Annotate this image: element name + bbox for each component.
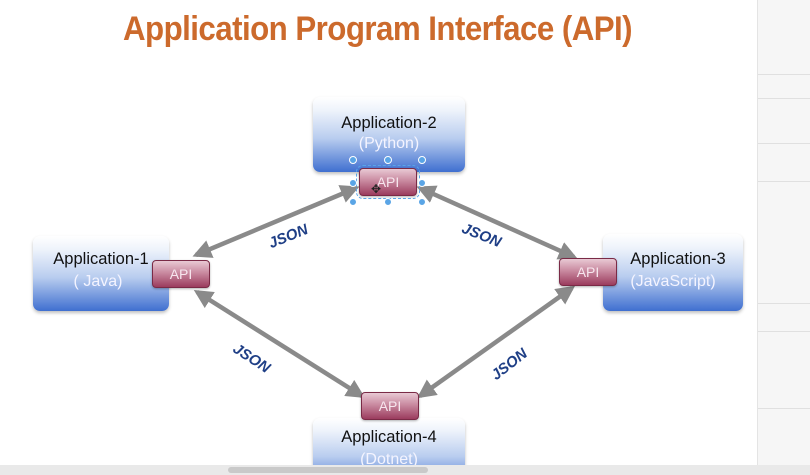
connection-arrows xyxy=(192,185,578,399)
slide-title: Application Program Interface (API) xyxy=(123,10,633,48)
application-1-box[interactable]: Application-1 ( Java) xyxy=(33,236,169,311)
api-chip-app-4[interactable]: API xyxy=(361,392,419,420)
selection-handle-bottom-mid[interactable] xyxy=(384,198,392,206)
application-2-name: Application-2 xyxy=(341,114,437,132)
application-4-language: (Dotnet) xyxy=(360,451,418,465)
application-2-language: (Python) xyxy=(358,135,420,152)
arrow-app4-app3 xyxy=(416,285,576,399)
application-3-language: (JavaScript) xyxy=(630,273,716,290)
arrow-app1-app2 xyxy=(192,185,360,258)
right-panel-strip xyxy=(757,0,810,475)
selection-handle-bottom-right[interactable] xyxy=(418,198,426,206)
application-4-box[interactable]: Application-4 (Dotnet) xyxy=(313,418,465,465)
application-3-name: Application-3 xyxy=(630,250,726,268)
api-chip-app-3[interactable]: API xyxy=(559,258,617,286)
application-1-language: ( Java) xyxy=(73,273,123,290)
arrow-app2-app3 xyxy=(416,185,578,260)
application-3-box[interactable]: Application-3 (JavaScript) xyxy=(603,234,743,311)
application-4-name: Application-4 xyxy=(341,428,437,446)
horizontal-scrollbar[interactable] xyxy=(0,465,810,475)
selection-handle-top-right[interactable] xyxy=(418,156,426,164)
selection-handle-mid-left[interactable] xyxy=(349,179,357,187)
arrow-app1-app4 xyxy=(193,289,366,399)
selection-handle-bottom-left[interactable] xyxy=(349,198,357,206)
selection-handle-mid-right[interactable] xyxy=(418,179,426,187)
selection-handle-top-mid[interactable] xyxy=(384,156,392,164)
slide-canvas: Application Program Interface (API) Appl… xyxy=(0,0,757,465)
move-cursor-icon: ✥ xyxy=(371,182,382,196)
application-1-name: Application-1 xyxy=(53,250,149,268)
selection-handle-top-left[interactable] xyxy=(349,156,357,164)
api-chip-app-1[interactable]: API xyxy=(152,260,210,288)
api-chip-app-2[interactable]: API xyxy=(356,165,420,199)
scrollbar-thumb[interactable] xyxy=(228,467,428,473)
